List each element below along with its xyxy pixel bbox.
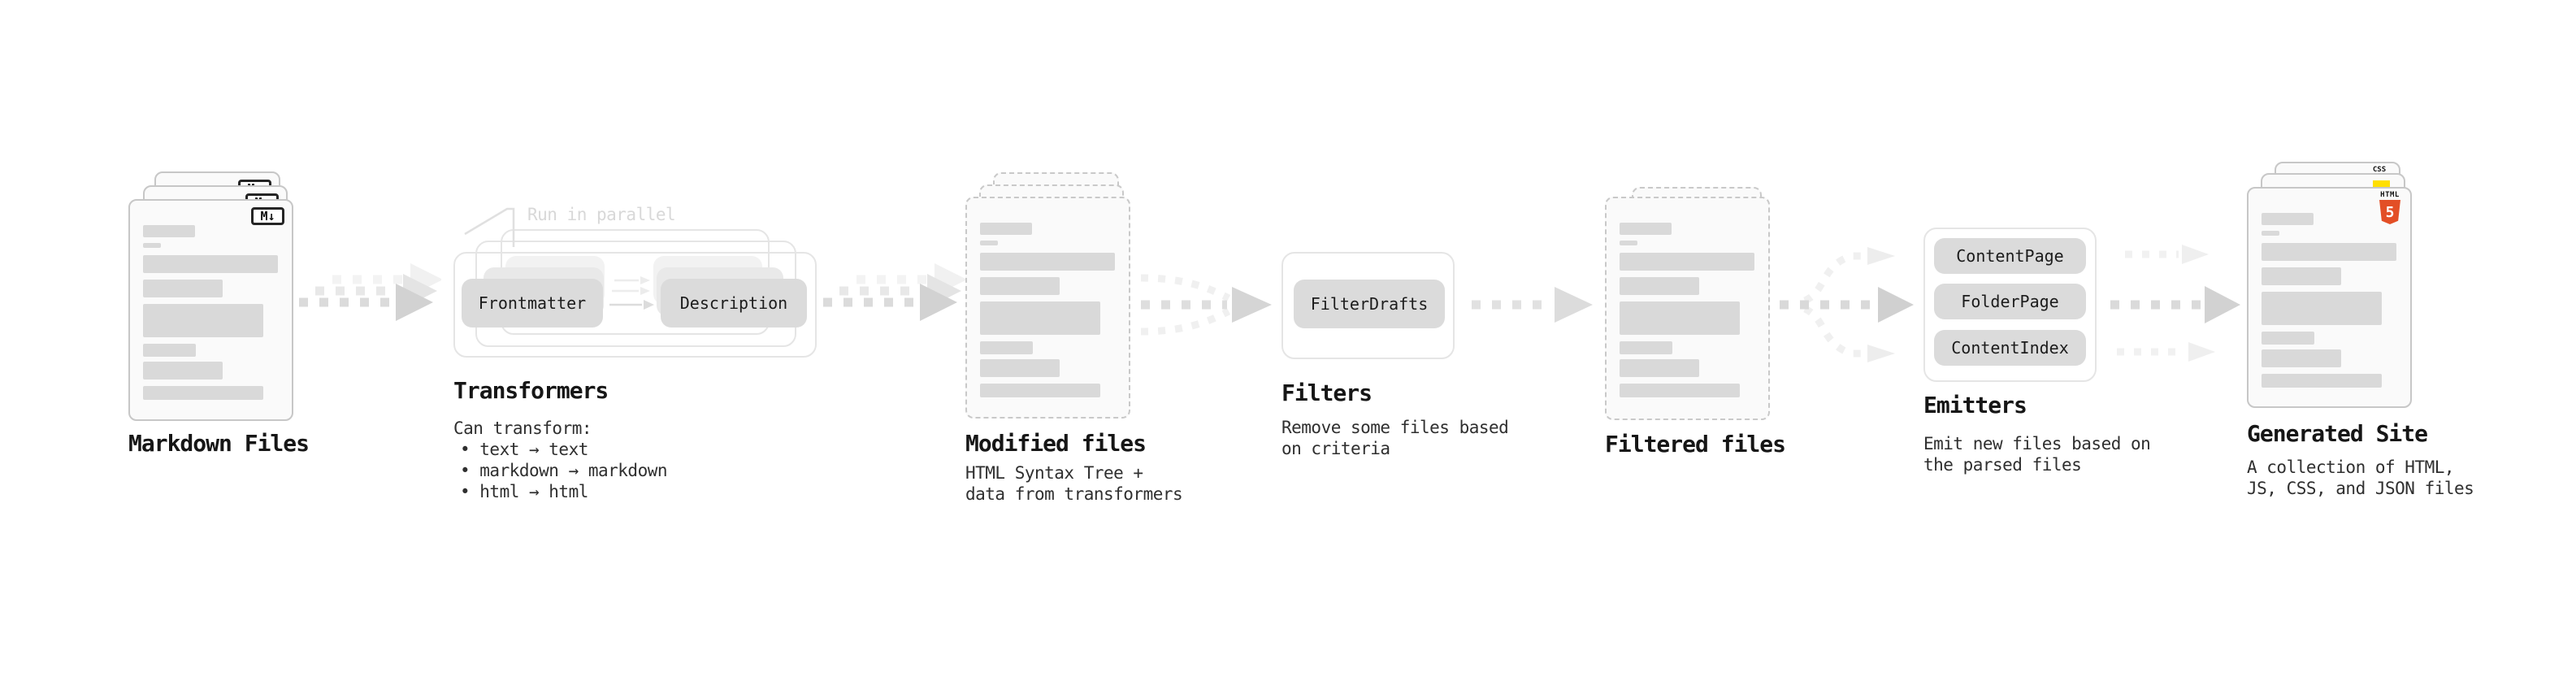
file-content-skeleton <box>967 198 1129 417</box>
description-pill: Description <box>661 279 807 327</box>
filters-label: Filters <box>1281 380 1373 406</box>
transformers-label: Transformers <box>453 377 609 404</box>
generated-site-label: Generated Site <box>2247 420 2428 447</box>
file-content-skeleton <box>130 201 292 419</box>
file-content-skeleton <box>2249 189 2410 406</box>
generated-site-desc: A collection of HTML, <box>2247 458 2455 477</box>
modified-files-label: Modified files <box>965 430 1147 457</box>
transformer-groupbox-front <box>453 252 817 358</box>
markdown-icon: M↓ <box>251 207 284 225</box>
contentpage-pill: ContentPage <box>1934 238 2086 274</box>
flow-arrow-modified-to-filters-icon <box>1140 274 1272 336</box>
generated-file-card-front: HTML 5 <box>2247 187 2412 408</box>
note-leader-line-icon <box>464 207 515 247</box>
emitters-label: Emitters <box>1923 392 2027 419</box>
markdown-file-card-front: M↓ <box>128 199 293 421</box>
js-icon <box>2373 180 2390 189</box>
markdown-files-label: Markdown Files <box>128 430 310 457</box>
flow-arrow-filtered-to-emitters-icon <box>1780 247 1914 362</box>
frontmatter-pill: Frontmatter <box>462 279 603 327</box>
flow-arrow-transformers-to-modified-icon <box>823 263 965 321</box>
contentindex-pill: ContentIndex <box>1934 330 2086 366</box>
emitters-desc: Emit new files based on <box>1923 434 2151 453</box>
parallel-mini-arrows-icon <box>609 276 654 310</box>
folderpage-pill: FolderPage <box>1934 284 2086 319</box>
filtered-files-label: Filtered files <box>1605 431 1786 458</box>
emitters-desc: the parsed files <box>1923 455 2082 475</box>
filtered-file-card-front <box>1605 197 1770 420</box>
file-content-skeleton <box>1607 198 1768 419</box>
flow-arrow-filters-to-filtered-icon <box>1472 287 1593 323</box>
transformers-desc-heading: Can transform: <box>453 419 592 438</box>
transformers-bullet: • html → html <box>460 482 588 501</box>
generated-site-desc: JS, CSS, and JSON files <box>2247 479 2474 498</box>
flow-arrow-emitters-to-generated-icon <box>2110 245 2240 362</box>
emitters-groupbox <box>1923 228 2097 382</box>
transformers-bullet: • text → text <box>460 440 588 459</box>
filters-desc: on criteria <box>1281 439 1390 458</box>
modified-files-desc: data from transformers <box>965 484 1183 504</box>
filterdrafts-pill: FilterDrafts <box>1294 280 1445 328</box>
filters-desc: Remove some files based <box>1281 418 1509 437</box>
transformers-bullet: • markdown → markdown <box>460 461 668 480</box>
html5-icon: HTML 5 <box>2378 191 2402 224</box>
filters-groupbox <box>1281 252 1455 359</box>
modified-file-card-front <box>965 197 1130 419</box>
flow-arrow-markdown-to-transformers-icon <box>299 263 441 321</box>
run-in-parallel-note: Run in parallel <box>527 205 676 224</box>
modified-files-desc: HTML Syntax Tree + <box>965 463 1143 483</box>
